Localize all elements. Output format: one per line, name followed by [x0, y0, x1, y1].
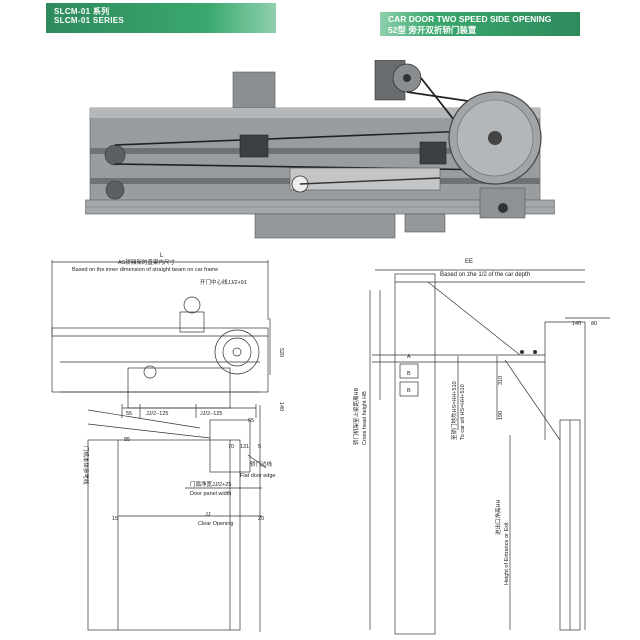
crosshead-en: Cross head height HB [362, 391, 368, 445]
label-a: A [407, 354, 411, 360]
label-b-2: B [407, 388, 411, 394]
title-en-label: CAR DOOR TWO SPEED SIDE OPENING [388, 14, 552, 24]
series-cn-label: SLCM-01 系列 [54, 7, 110, 16]
flat-door-edge-cn: 轿门边线 [250, 460, 273, 468]
dim-jj2-125-b: JJ/2−125 [200, 411, 222, 417]
dim-70: 70 [228, 444, 234, 450]
dim-ee: EE [465, 259, 473, 265]
dim-15: 15 [112, 516, 118, 522]
inner-dimension-cn: AS轿厢架的直梁内尺寸 [118, 258, 175, 266]
flat-door-edge-en: Flat door edge [240, 473, 275, 479]
panel-width-cn: 门扇净宽JJ/2+25 [190, 480, 231, 488]
crosshead-cn: 轿门机架至上梁距离HB [352, 388, 360, 445]
technical-drawing: L AS轿厢架的直梁内尺寸 Based on the inner dimensi… [51, 253, 610, 635]
dim-80-right: 80 [591, 321, 597, 327]
to-car-sill-en: To car sill HS=HH+510 [460, 384, 466, 440]
dim-190: 190 [498, 411, 504, 420]
dim-310: 310 [498, 376, 504, 385]
car-sill-ref: 门机本体参考线 [82, 446, 90, 485]
entrance-cn: 进出口净高HH [494, 500, 502, 535]
clear-opening-en: Clear Opening [198, 521, 233, 527]
dim-85: 85 [124, 437, 130, 443]
door-operator-photo [85, 60, 555, 239]
dim-520: 520 [278, 348, 284, 357]
dim-65: 65 [248, 418, 254, 424]
label-b-1: B [407, 371, 411, 377]
title-banner [380, 12, 580, 36]
panel-width-en: Door panel width [190, 491, 231, 497]
door-center-line: 开门中心线JJ/2+91 [200, 278, 247, 286]
car-depth-en: Based on zhe 1/2 of the car depth [440, 272, 530, 278]
series-banner [46, 3, 276, 33]
clear-opening-value: JJ [205, 512, 211, 518]
entrance-en: Height of Entrance or Exit [504, 522, 510, 585]
dim-20: 20 [258, 516, 264, 522]
dim-140-right: 140 [572, 321, 581, 327]
dim-5: 5 [258, 444, 261, 450]
to-car-sill-cn: 至轿门地坎HS=HH+510 [450, 381, 458, 440]
dim-55: 55 [126, 411, 132, 417]
inner-dimension-en: Based on the inner dimension of straight… [72, 267, 218, 273]
dim-140: 140 [278, 402, 284, 411]
series-en-label: SLCM-01 SERIES [54, 16, 124, 25]
dim-jj2-125-a: JJ/2−125 [146, 411, 168, 417]
width-mark: L [160, 253, 164, 259]
title-cn-label: 52型 旁开双折轿门装置 [388, 25, 477, 35]
dim-131: 131 [240, 444, 249, 450]
